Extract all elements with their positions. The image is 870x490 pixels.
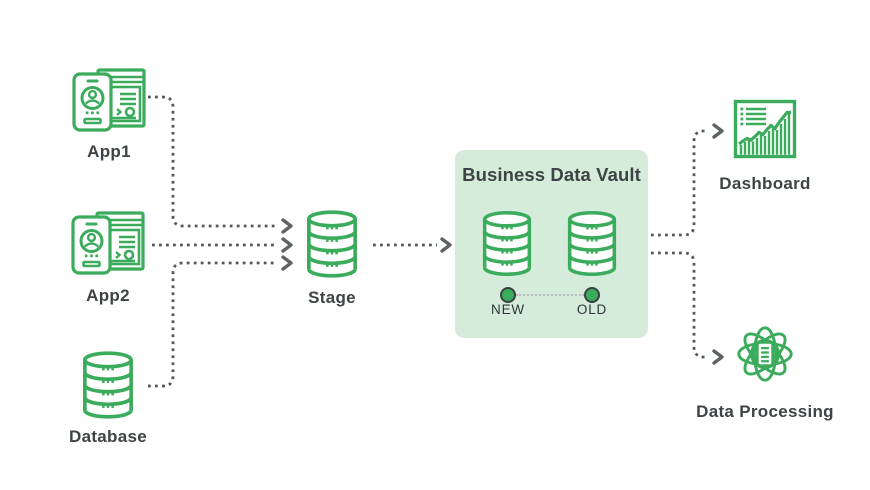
connector-database-stage bbox=[148, 261, 277, 388]
timeline-dot-new bbox=[500, 287, 516, 303]
node-database: Database bbox=[67, 350, 149, 447]
node-stage: Stage bbox=[292, 209, 372, 308]
timeline-dot-old bbox=[584, 287, 600, 303]
node-dashboard-label: Dashboard bbox=[719, 174, 811, 193]
connector-app1-stage bbox=[148, 95, 277, 228]
node-stage-label: Stage bbox=[308, 288, 356, 307]
connector-vault-dataprocessing bbox=[651, 251, 708, 359]
node-data-processing-label: Data Processing bbox=[696, 402, 834, 421]
business-data-vault-card: Business Data Vault bbox=[455, 150, 648, 338]
node-data-processing: Data Processing bbox=[696, 319, 834, 422]
timeline-label-new: NEW bbox=[491, 302, 525, 317]
node-dashboard: Dashboard bbox=[719, 98, 810, 194]
timeline-dotted-line bbox=[516, 294, 584, 296]
database-icon bbox=[482, 211, 532, 276]
arrowhead-icon bbox=[281, 255, 293, 271]
arrowhead-icon bbox=[712, 349, 724, 365]
arrowhead-icon bbox=[281, 237, 293, 253]
phone-browser-icon bbox=[72, 68, 146, 132]
vault-database-old bbox=[565, 210, 619, 282]
node-app1: App1 bbox=[70, 67, 148, 162]
arrowhead-icon bbox=[712, 123, 724, 139]
phone-browser-icon bbox=[71, 211, 145, 275]
timeline-label-old: OLD bbox=[576, 302, 608, 317]
node-app2-label: App2 bbox=[86, 286, 130, 305]
connector-vault-dashboard bbox=[651, 129, 708, 237]
node-app1-label: App1 bbox=[87, 142, 131, 161]
vault-database-new bbox=[480, 210, 534, 282]
database-icon bbox=[307, 210, 357, 278]
atom-document-icon bbox=[737, 326, 793, 382]
arrowhead-icon bbox=[281, 218, 293, 234]
chart-window-icon bbox=[733, 99, 797, 159]
database-icon bbox=[83, 351, 133, 419]
vault-timeline bbox=[455, 287, 648, 303]
node-app2: App2 bbox=[69, 210, 147, 306]
database-icon bbox=[567, 211, 617, 276]
node-database-label: Database bbox=[69, 427, 147, 446]
arrowhead-icon bbox=[440, 237, 452, 253]
vault-title: Business Data Vault bbox=[462, 164, 641, 185]
